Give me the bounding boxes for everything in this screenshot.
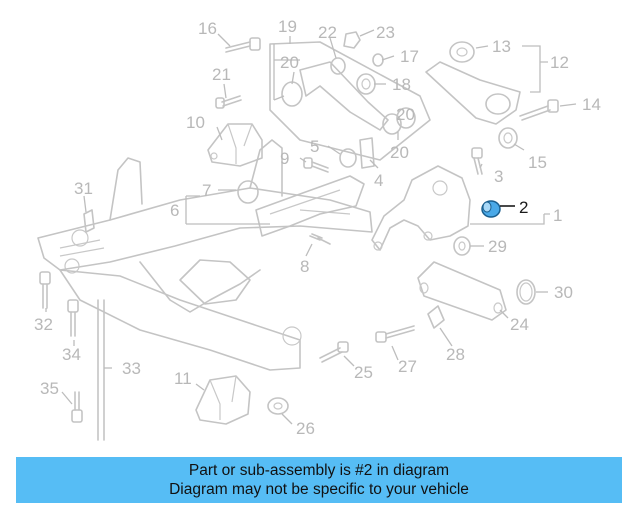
callout-6: 6 bbox=[170, 201, 179, 220]
washer-17 bbox=[372, 53, 384, 67]
callout-7: 7 bbox=[202, 181, 211, 200]
callout-3: 3 bbox=[494, 167, 503, 186]
upper-control-arm bbox=[269, 41, 431, 161]
callout-5: 5 bbox=[310, 137, 319, 156]
bushing-26 bbox=[267, 397, 289, 415]
callout-20-bottom: 20 bbox=[390, 143, 409, 162]
bolt-31 bbox=[83, 209, 95, 233]
mount-11 bbox=[195, 375, 251, 425]
callout-19: 19 bbox=[278, 17, 297, 36]
callout-17: 17 bbox=[400, 47, 419, 66]
bushing-15 bbox=[498, 127, 518, 149]
callout-23: 23 bbox=[376, 23, 395, 42]
bolt-14 bbox=[519, 99, 559, 121]
callout-25: 25 bbox=[354, 363, 373, 382]
callout-28: 28 bbox=[446, 345, 465, 364]
bolt-9 bbox=[303, 157, 329, 173]
banner-line-2: Diagram may not be specific to your vehi… bbox=[169, 481, 469, 498]
callout-21: 21 bbox=[212, 65, 231, 84]
leader-lines bbox=[45, 29, 577, 425]
wheel-knuckle bbox=[371, 165, 471, 251]
callout-32: 32 bbox=[34, 315, 53, 334]
bushing-29 bbox=[453, 236, 471, 256]
parts-diagram: 1 2 3 4 5 6 7 8 9 10 11 12 13 14 15 16 1… bbox=[34, 17, 601, 441]
callout-20-right: 20 bbox=[396, 105, 415, 124]
callout-35: 35 bbox=[40, 379, 59, 398]
callout-labels: 1 2 3 4 5 6 7 8 9 10 11 12 13 14 15 16 1… bbox=[34, 17, 601, 438]
lower-arm-6 bbox=[237, 175, 365, 237]
nut-23 bbox=[343, 31, 361, 49]
link-arm-24 bbox=[417, 261, 507, 321]
bolt-32 bbox=[39, 271, 51, 309]
bolt-16 bbox=[225, 37, 261, 53]
callout-33: 33 bbox=[122, 359, 141, 378]
bolt-25 bbox=[319, 341, 349, 363]
callout-10: 10 bbox=[186, 113, 205, 132]
ring-30 bbox=[516, 279, 536, 305]
bolt-21 bbox=[215, 95, 242, 109]
bolt-8 bbox=[309, 233, 331, 245]
callout-9: 9 bbox=[280, 149, 289, 168]
info-banner: Part or sub-assembly is #2 in diagram Di… bbox=[16, 457, 622, 503]
rod-33 bbox=[97, 299, 105, 441]
callout-20-left: 20 bbox=[280, 53, 299, 72]
trailing-arm bbox=[425, 41, 521, 125]
callout-31: 31 bbox=[74, 179, 93, 198]
callout-26: 26 bbox=[296, 419, 315, 438]
callout-8: 8 bbox=[300, 257, 309, 276]
callout-29: 29 bbox=[488, 237, 507, 256]
bolt-27 bbox=[375, 325, 415, 343]
callout-22: 22 bbox=[318, 23, 337, 42]
callout-27: 27 bbox=[398, 357, 417, 376]
banner-line-1: Part or sub-assembly is #2 in diagram bbox=[188, 462, 450, 479]
callout-18: 18 bbox=[392, 75, 411, 94]
callout-24: 24 bbox=[510, 315, 529, 334]
bushing-2-highlighted bbox=[481, 200, 501, 218]
callout-30: 30 bbox=[554, 283, 573, 302]
bushing-5 bbox=[339, 148, 357, 168]
bracket-4 bbox=[359, 137, 375, 169]
callout-15: 15 bbox=[528, 153, 547, 172]
callout-13: 13 bbox=[492, 37, 511, 56]
callout-34: 34 bbox=[62, 345, 81, 364]
bolt-35 bbox=[71, 391, 83, 423]
mount-10 bbox=[207, 123, 263, 167]
callout-14: 14 bbox=[582, 95, 601, 114]
washer-22 bbox=[330, 57, 346, 75]
callout-12: 12 bbox=[550, 53, 569, 72]
rear-subframe bbox=[37, 139, 373, 371]
bushing-18 bbox=[356, 73, 376, 95]
callout-16: 16 bbox=[198, 19, 217, 38]
callout-4: 4 bbox=[374, 171, 383, 190]
bolt-3 bbox=[471, 147, 483, 175]
callout-1: 1 bbox=[553, 206, 562, 225]
callout-11: 11 bbox=[174, 369, 192, 388]
bolt-34 bbox=[67, 299, 79, 337]
callout-2: 2 bbox=[519, 198, 528, 217]
bracket-28 bbox=[427, 305, 445, 329]
